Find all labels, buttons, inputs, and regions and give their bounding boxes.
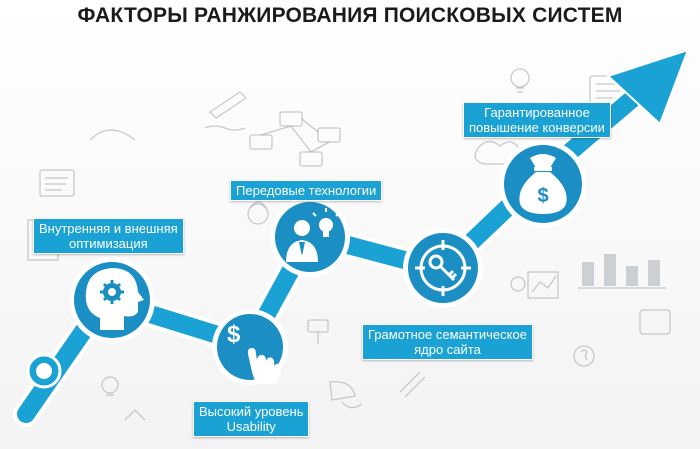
svg-text:$: $ bbox=[227, 321, 241, 348]
factor-label-optimization: Внутренняя и внешняя оптимизация bbox=[33, 218, 184, 254]
factor-label-semantic-core: Грамотное семантическое ядро сайта bbox=[362, 324, 533, 360]
arrow-head bbox=[606, 48, 690, 126]
head-gear-icon bbox=[85, 268, 144, 330]
target-key-icon bbox=[415, 240, 471, 296]
factor-node-optimization bbox=[69, 257, 155, 343]
factor-node-semantic-core bbox=[403, 228, 483, 308]
factor-node-technologies bbox=[270, 197, 350, 277]
page-title: ФАКТОРЫ РАНЖИРОВАНИЯ ПОИСКОВЫХ СИСТЕМ bbox=[77, 4, 623, 27]
factor-node-conversion: $ bbox=[499, 140, 587, 228]
factor-label-conversion: Гарантированное повышение конверсии bbox=[463, 102, 611, 138]
factor-label-technologies: Передовые технологии bbox=[230, 180, 383, 201]
money-bag-icon: $ bbox=[519, 154, 567, 214]
factor-label-usability: Высокий уровень Usability bbox=[193, 401, 310, 437]
svg-text:$: $ bbox=[537, 185, 548, 207]
person-lightbulb-icon bbox=[286, 208, 340, 262]
dollar-hand-cursor-icon: $ bbox=[227, 321, 281, 384]
factor-node-usability: $ bbox=[212, 309, 288, 385]
